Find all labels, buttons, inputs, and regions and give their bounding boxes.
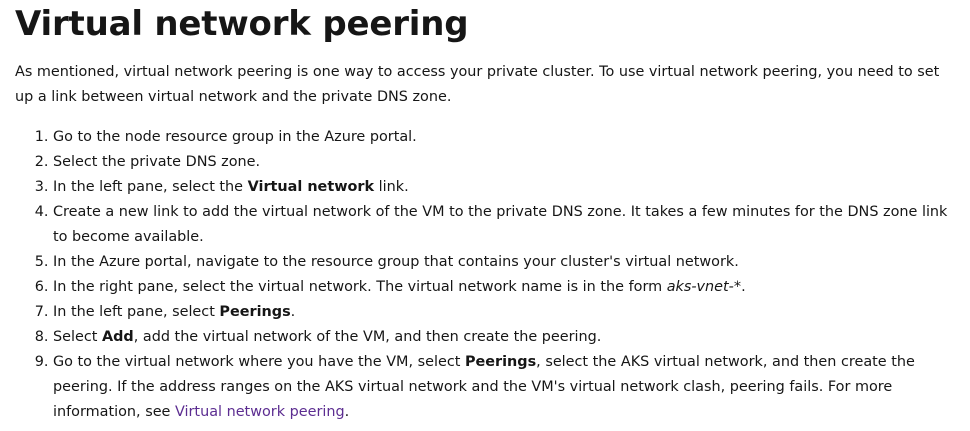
intro-paragraph: As mentioned, virtual network peering is…	[15, 64, 940, 105]
step-9-text-end: .	[344, 404, 350, 420]
step-8: Select Add, add the virtual network of t…	[53, 325, 960, 350]
step-9: Go to the virtual network where you have…	[53, 350, 960, 425]
step-8-text-pre: Select	[53, 329, 102, 345]
step-4: Create a new link to add the virtual net…	[53, 200, 960, 250]
step-7-text-post: .	[290, 304, 296, 320]
peerings-term-2: Peerings	[464, 354, 537, 370]
step-6: In the right pane, select the virtual ne…	[53, 275, 960, 300]
step-6-text-pre: In the right pane, select the virtual ne…	[53, 279, 667, 295]
step-3: In the left pane, select the Virtual net…	[53, 175, 960, 200]
step-2: Select the private DNS zone.	[53, 150, 960, 175]
vnet-name-pattern: aks-vnet-*	[666, 279, 742, 295]
virtual-network-peering-link[interactable]: Virtual network peering	[174, 404, 345, 420]
add-term: Add	[101, 329, 134, 345]
virtual-network-term: Virtual network	[247, 179, 375, 195]
steps-list: Go to the node resource group in the Azu…	[15, 125, 960, 425]
step-1: Go to the node resource group in the Azu…	[53, 125, 960, 150]
step-7: In the left pane, select Peerings.	[53, 300, 960, 325]
step-9-text-post: , select the AKS virtual network, and th…	[53, 354, 915, 420]
step-9-text-pre: Go to the virtual network where you have…	[53, 354, 465, 370]
step-8-text-post: , add the virtual network of the VM, and…	[133, 329, 602, 345]
step-6-text-post: .	[741, 279, 746, 295]
step-5: In the Azure portal, navigate to the res…	[53, 250, 960, 275]
peerings-term: Peerings	[219, 304, 291, 320]
page-title: Virtual network peering	[15, 4, 469, 44]
step-7-text-pre: In the left pane, select	[53, 304, 220, 320]
step-3-text-post: link.	[374, 179, 409, 195]
step-3-text-pre: In the left pane, select the	[53, 179, 248, 195]
